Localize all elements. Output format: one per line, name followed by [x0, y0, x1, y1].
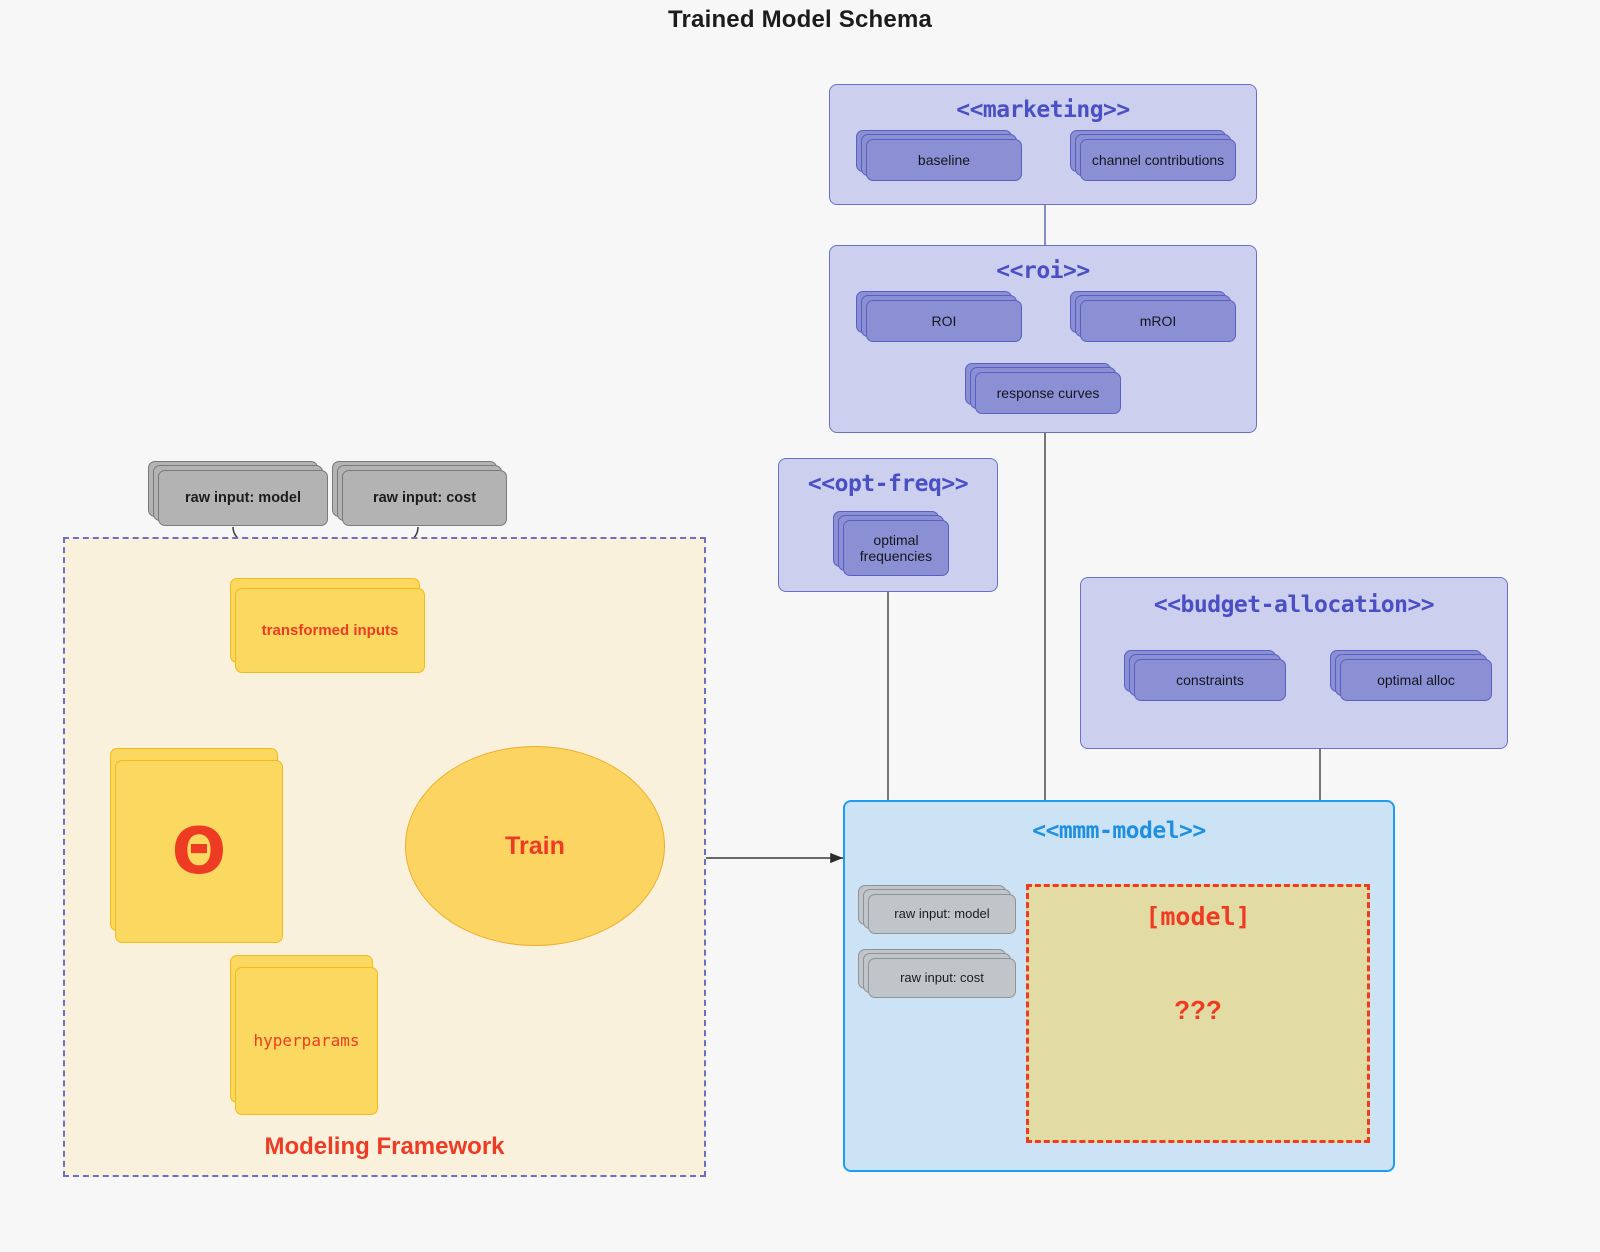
node-raw-input-cost[interactable]: raw input: cost — [332, 461, 507, 527]
card-front: response curves — [975, 372, 1121, 414]
node-label: raw input: cost — [900, 969, 984, 985]
node-baseline[interactable]: baseline — [856, 130, 1022, 182]
package-mmm-model-title: <<mmm-model>> — [1032, 818, 1206, 844]
node-label: ROI — [931, 312, 957, 329]
card-front: ROI — [866, 300, 1022, 342]
node-mroi[interactable]: mROI — [1070, 291, 1236, 343]
train-activity-ellipse[interactable]: Train — [405, 746, 665, 946]
card-front: constraints — [1134, 659, 1286, 701]
card-front: raw input: cost — [342, 470, 507, 526]
package-roi-title: <<roi>> — [996, 258, 1090, 284]
node-label: response curves — [996, 384, 1100, 401]
node-label: constraints — [1176, 671, 1244, 688]
card-front: mROI — [1080, 300, 1236, 342]
card-front: raw input: cost — [868, 958, 1016, 998]
node-label: raw input: model — [185, 489, 301, 506]
node-theta[interactable]: Θ — [110, 748, 290, 943]
card-front: hyperparams — [235, 967, 378, 1115]
node-roi[interactable]: ROI — [856, 291, 1022, 343]
node-label: baseline — [917, 151, 971, 168]
node-label-line2: frequencies — [859, 548, 933, 564]
card-front: transformed inputs — [235, 588, 425, 673]
node-label: raw input: model — [894, 905, 990, 921]
card-front: raw input: model — [868, 894, 1016, 934]
node-label: hyperparams — [253, 1030, 360, 1050]
node-label: channel contributions — [1091, 151, 1225, 168]
card-front: Θ — [115, 760, 283, 943]
card-front: raw input: model — [158, 470, 328, 526]
card-front: optimal frequencies — [843, 520, 949, 576]
node-label: raw input: cost — [372, 489, 477, 506]
node-response-curves[interactable]: response curves — [965, 363, 1131, 415]
card-front: channel contributions — [1080, 139, 1236, 181]
modeling-framework-label: Modeling Framework — [264, 1133, 505, 1160]
node-optimal-alloc[interactable]: optimal alloc — [1330, 650, 1492, 702]
node-label: mROI — [1139, 312, 1177, 329]
node-raw-input-model[interactable]: raw input: model — [148, 461, 328, 527]
model-placeholder-title: [model] — [1145, 902, 1251, 931]
theta-symbol: Θ — [171, 814, 227, 889]
node-constraints[interactable]: constraints — [1124, 650, 1286, 702]
card-front: optimal alloc — [1340, 659, 1492, 701]
node-mmm-raw-input-cost[interactable]: raw input: cost — [858, 949, 1016, 999]
node-optimal-frequencies[interactable]: optimal frequencies — [833, 511, 949, 577]
package-budget-allocation-title: <<budget-allocation>> — [1153, 592, 1435, 618]
package-opt-freq-title: <<opt-freq>> — [807, 471, 969, 497]
node-transformed-inputs[interactable]: transformed inputs — [230, 578, 430, 673]
train-label: Train — [505, 831, 565, 860]
node-channel-contributions[interactable]: channel contributions — [1070, 130, 1236, 182]
node-mmm-raw-input-model[interactable]: raw input: model — [858, 885, 1016, 935]
node-label: transformed inputs — [261, 621, 399, 639]
card-front: baseline — [866, 139, 1022, 181]
node-label: optimal frequencies — [854, 532, 938, 564]
model-placeholder-subtitle: ??? — [1174, 995, 1222, 1025]
node-label: optimal alloc — [1377, 671, 1455, 688]
node-hyperparams[interactable]: hyperparams — [230, 955, 385, 1115]
package-marketing-title: <<marketing>> — [956, 97, 1130, 123]
page-title: Trained Model Schema — [667, 6, 933, 33]
model-placeholder-box[interactable]: [model] ??? — [1026, 884, 1370, 1143]
node-label-line1: optimal — [873, 531, 919, 548]
